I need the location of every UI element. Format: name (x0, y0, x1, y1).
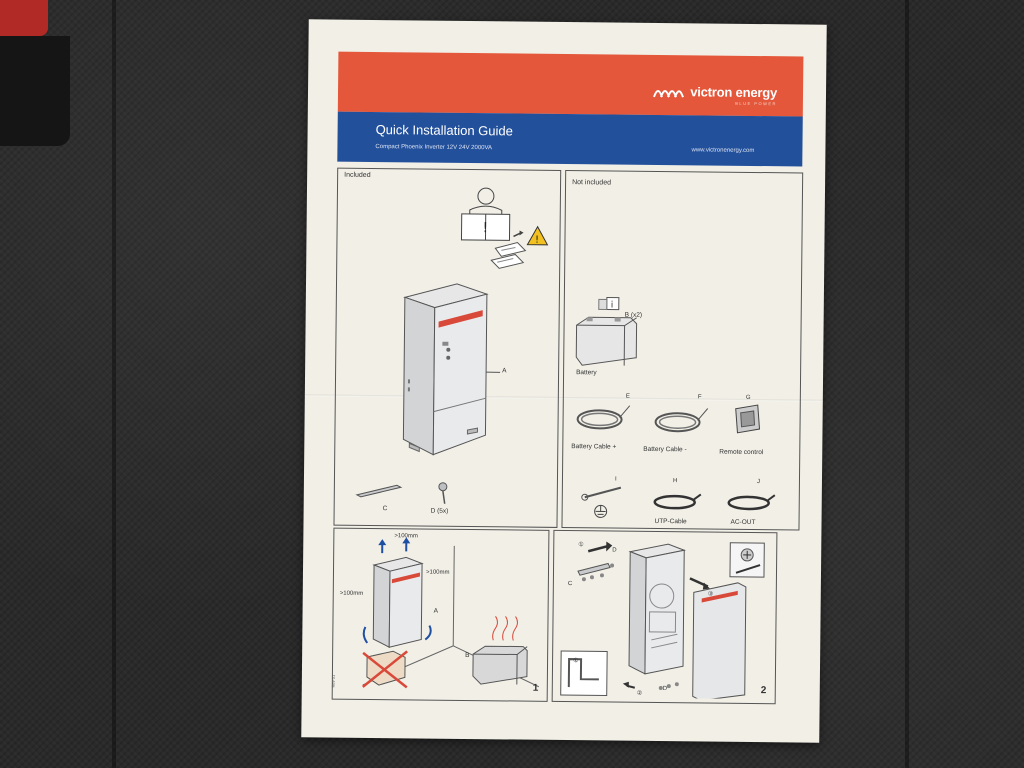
step-2-marker-3: ③ (707, 591, 714, 598)
label-utp-cable: UTP-Cable (654, 517, 687, 526)
step-2-marker-2: ② (636, 690, 643, 697)
header-blue-band: Quick Installation Guide Compact Phoenix… (337, 111, 803, 167)
ground-cable-icon (581, 486, 622, 518)
step-2-label-d-top: D (612, 547, 617, 554)
svg-text:!: ! (535, 235, 539, 246)
inverter-illustration (402, 283, 501, 456)
label-j: J (756, 479, 760, 486)
website-url: www.victronenergy.com (691, 147, 755, 154)
label-d: D (5x) (430, 507, 449, 515)
panel-included-heading: Included (344, 171, 371, 179)
installation-guide-sheet: victron energy BLUE POWER Quick Installa… (301, 19, 827, 743)
panel-step-1: >100mm >100mm >100mm A B 1 Rev 01 (330, 527, 550, 702)
step-1-label-a: A (433, 607, 438, 615)
panel-included: Included ! ! (333, 167, 562, 528)
step-2-marker-1: ① (578, 542, 584, 549)
clearance-right: >100mm (425, 569, 450, 576)
remote-control-icon (735, 404, 761, 434)
step-2-label-d-bottom: D (662, 686, 668, 693)
guide-subtitle: Compact Phoenix Inverter 12V 24V 2000VA (375, 144, 493, 152)
label-remote-control: Remote control (719, 448, 764, 457)
panel-not-included-heading: Not included (572, 179, 612, 187)
label-battery-cable-positive: Battery Cable + (571, 443, 617, 451)
panel-step-2: ① D C ③ ① ② D 2 (551, 529, 778, 705)
label-g: G (745, 394, 751, 401)
label-c: C (382, 505, 388, 513)
step-2-label-c: C (567, 581, 573, 588)
ac-out-cable-icon (727, 494, 776, 511)
header-orange-band: victron energy BLUE POWER (337, 51, 804, 117)
revision-label: Rev 01 (330, 674, 336, 688)
read-manual-illustration: ! ! (460, 187, 549, 269)
utp-cable-icon (653, 493, 702, 510)
brand-name: victron energy (690, 83, 778, 100)
step-2-mounting-illustration (560, 541, 765, 700)
battery-cable-positive-icon (576, 405, 631, 430)
label-battery: Battery (576, 369, 597, 377)
clearance-left: >100mm (339, 590, 364, 597)
step-1-placement-illustration (362, 537, 540, 689)
svg-text:i: i (611, 300, 614, 310)
label-h: H (672, 478, 678, 485)
step-1-number: 1 (532, 682, 539, 694)
mounting-bracket-icon (355, 484, 403, 498)
clearance-top: >100mm (394, 533, 418, 540)
step-2-number: 2 (760, 685, 767, 697)
guide-title: Quick Installation Guide (375, 122, 513, 139)
red-object-corner (0, 0, 48, 36)
step-1-label-b: B (465, 651, 470, 660)
seat-seam-left (112, 0, 116, 768)
label-a: A (502, 367, 507, 375)
label-i: I (614, 476, 617, 483)
seat-seam-right (905, 0, 909, 768)
panel-not-included: Not included i B (x2) Battery E Battery … (561, 170, 804, 531)
label-f: F (697, 394, 702, 401)
label-battery-cable-negative: Battery Cable - (643, 445, 687, 454)
battery-illustration: i (575, 296, 638, 366)
victron-wave-icon (652, 83, 686, 99)
screw-icon (438, 482, 448, 504)
label-battery-letter: B (x2) (624, 311, 643, 319)
svg-text:!: ! (483, 220, 489, 236)
brand-tagline: BLUE POWER (735, 100, 777, 107)
dark-object-corner (0, 36, 70, 146)
step-2-inset-marker: ① (573, 658, 579, 665)
label-ac-out: AC-OUT (730, 518, 756, 527)
label-e: E (625, 393, 630, 400)
brand-logo: victron energy BLUE POWER (652, 83, 778, 106)
battery-cable-negative-icon (654, 408, 709, 433)
